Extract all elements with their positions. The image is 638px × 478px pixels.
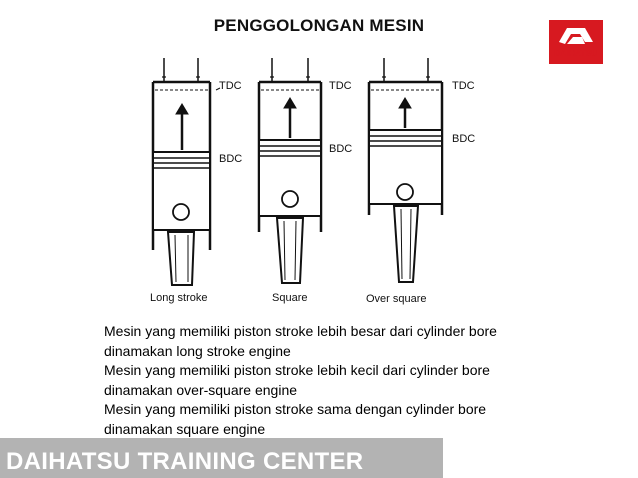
- bdc-label-long: BDC: [219, 153, 242, 165]
- engine-square: [257, 58, 323, 284]
- caption-square: Square: [272, 292, 307, 304]
- slide-title: PENGGOLONGAN MESIN: [213, 16, 425, 35]
- description-line: Mesin yang memiliki piston stroke sama d…: [104, 401, 487, 437]
- footer-text: DAIHATSU TRAINING CENTER: [6, 448, 364, 475]
- engine-diagram: TDC BDC Long stroke TDC BDC Square: [150, 58, 475, 305]
- description-text: Mesin yang memiliki piston stroke lebih …: [104, 322, 544, 439]
- tdc-label-square: TDC: [329, 80, 352, 92]
- tdc-label-long: TDC: [219, 80, 242, 92]
- tdc-label-over-square: TDC: [452, 80, 475, 92]
- engine-over-square: [367, 58, 444, 283]
- daihatsu-logo-icon: [549, 20, 603, 64]
- bdc-label-over-square: BDC: [452, 133, 475, 145]
- caption-long-stroke: Long stroke: [150, 292, 207, 304]
- logo-text: DAIHATSU: [554, 49, 598, 58]
- bdc-label-square: BDC: [329, 143, 352, 155]
- footer-bar: [0, 438, 443, 478]
- description-line: Mesin yang memiliki piston stroke lebih …: [104, 323, 497, 359]
- description-line: Mesin yang memiliki piston stroke lebih …: [104, 362, 490, 398]
- caption-over-square: Over square: [366, 293, 427, 305]
- engine-long-stroke: [151, 58, 221, 286]
